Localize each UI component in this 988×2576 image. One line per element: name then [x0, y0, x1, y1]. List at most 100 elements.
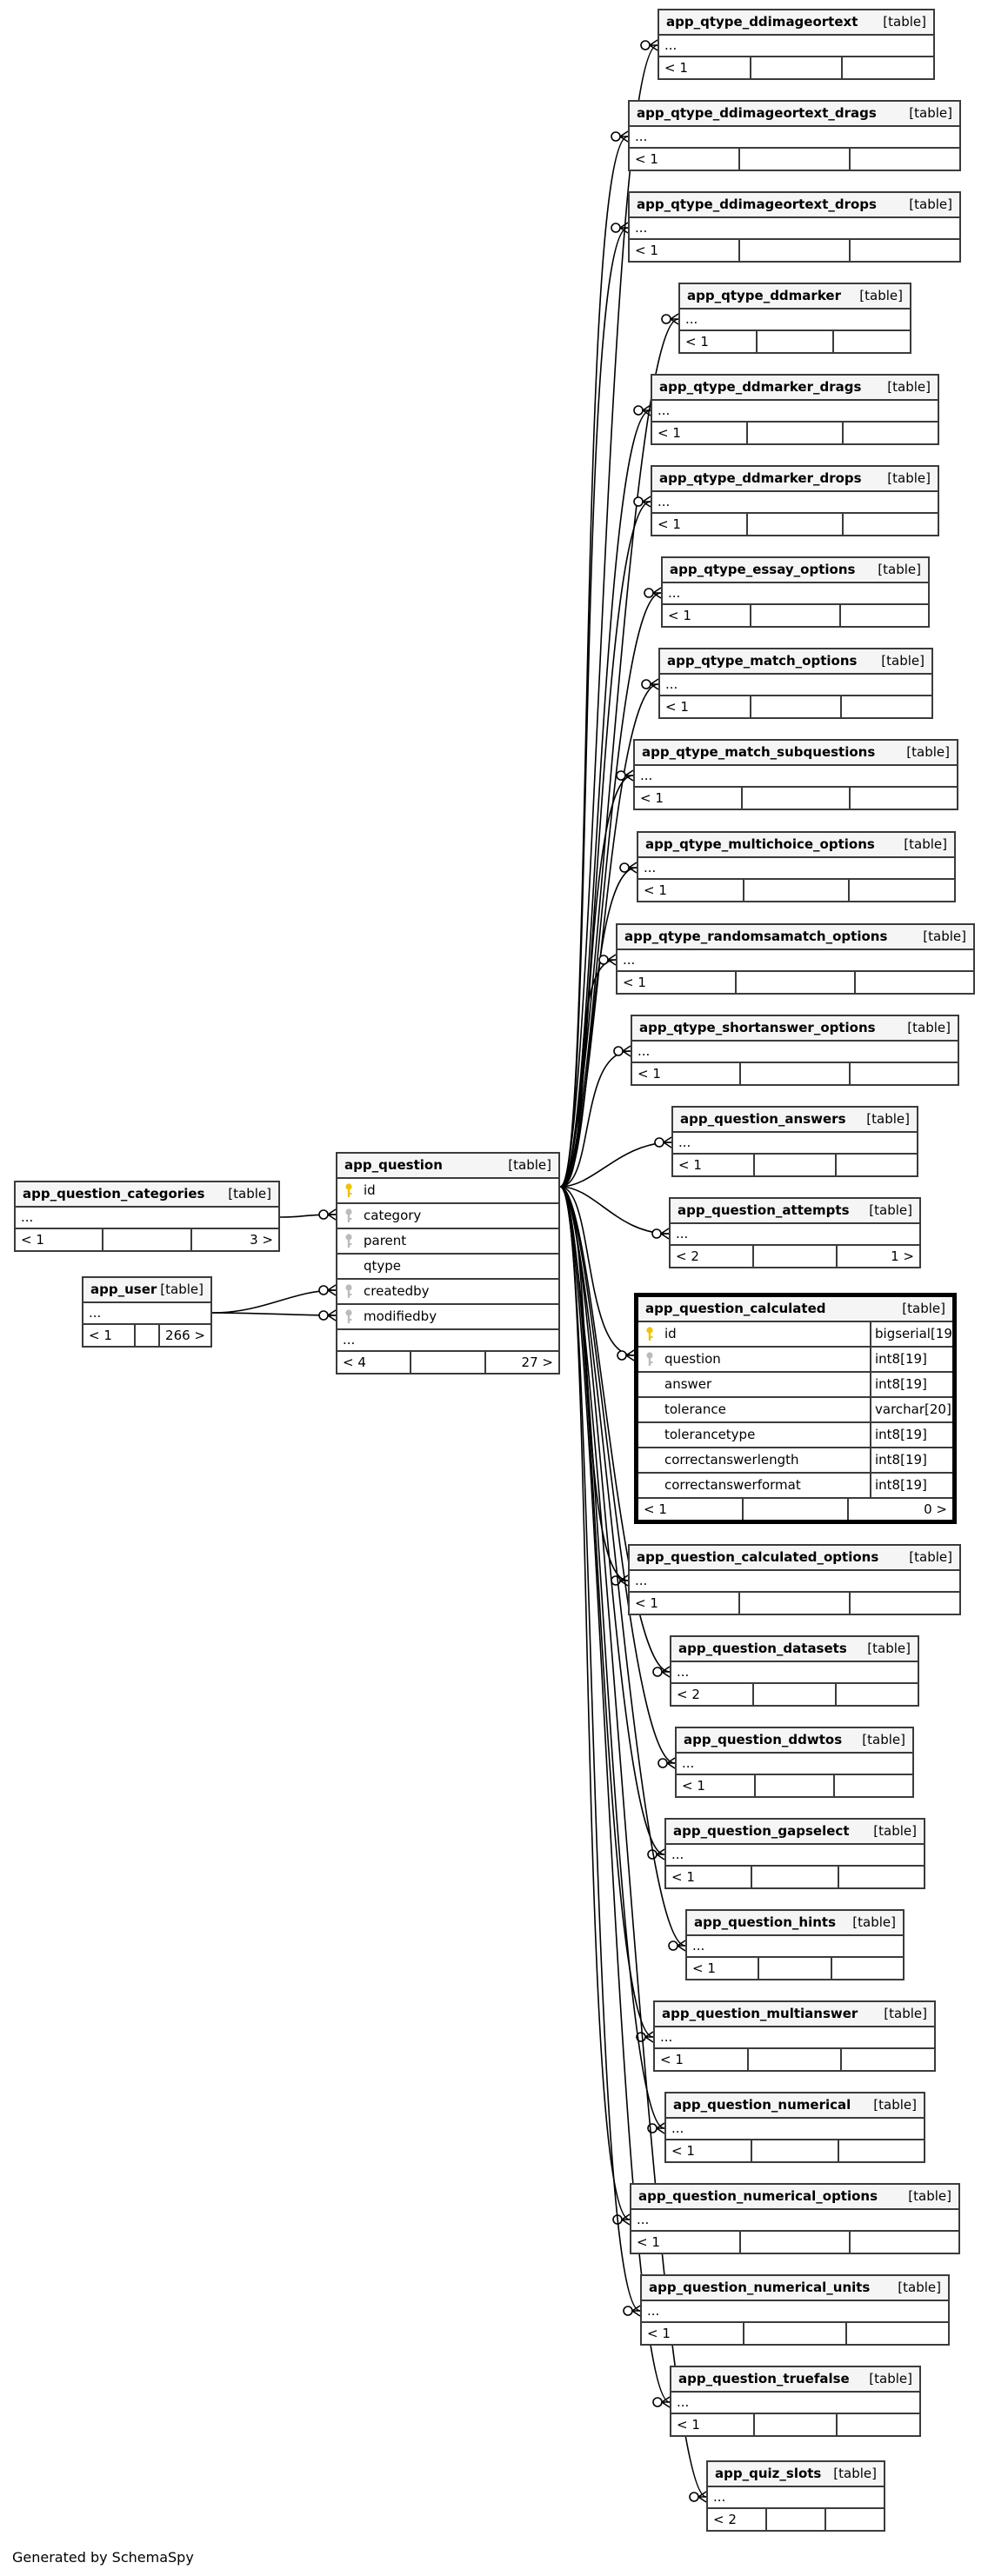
table-app-question-hints[interactable]: app_question_hints[table]...< 1: [685, 1909, 905, 1980]
table-footer: < 1: [655, 2049, 934, 2070]
columns-ellipsis: ...: [671, 2393, 919, 2414]
column-name: parent: [364, 1233, 407, 1248]
columns-ellipsis: ...: [666, 1845, 924, 1867]
table-app-question-numerical-options[interactable]: app_question_numerical_options[table]...…: [630, 2183, 960, 2254]
columns-ellipsis: ...: [652, 492, 938, 514]
table-footer: < 4 27 >: [337, 1352, 558, 1373]
columns-ellipsis: ...: [687, 1936, 903, 1958]
table-kind: [table]: [859, 288, 903, 303]
table-app-question-datasets[interactable]: app_question_datasets[table]...< 2: [670, 1635, 919, 1707]
table-header: app_question_datasets[table]: [671, 1637, 918, 1662]
columns-ellipsis: ...: [16, 1208, 278, 1229]
table-kind: [table]: [904, 836, 947, 852]
table-app-question-ddwtos[interactable]: app_question_ddwtos[table]...< 1: [675, 1727, 914, 1798]
column-name: id: [364, 1182, 376, 1198]
column-type: int8[19]: [870, 1448, 952, 1472]
table-footer: < 1: [671, 2414, 919, 2435]
crows-foot-icon: [647, 1848, 665, 1860]
crows-foot-icon: [619, 862, 638, 874]
table-app-qtype-ddmarker-drops[interactable]: app_qtype_ddmarker_drops[table]... < 1: [651, 465, 939, 536]
table-app-qtype-match-options[interactable]: app_qtype_match_options[table]...< 1: [658, 648, 933, 719]
table-header: app_question_hints[table]: [687, 1911, 903, 1936]
column-row-id: id: [337, 1179, 558, 1204]
column-row-category: category: [337, 1204, 558, 1229]
table-app-qtype-ddmarker-drags[interactable]: app_qtype_ddmarker_drags[table]...< 1: [651, 374, 939, 445]
table-app-qtype-match-subquestions[interactable]: app_qtype_match_subquestions[table]...< …: [633, 739, 958, 810]
rows-count: [738, 1593, 851, 1614]
crows-foot-icon: [633, 404, 651, 416]
table-header: app_question_attempts[table]: [671, 1199, 919, 1224]
table-footer: < 1: [630, 1593, 959, 1614]
column-name: correctanswerformat: [664, 1477, 801, 1493]
table-name: app_question_ddwtos: [684, 1732, 843, 1747]
children-count: [851, 1063, 958, 1084]
table-app-qtype-ddimageortext-drags[interactable]: app_qtype_ddimageortext_drags[table]...<…: [628, 100, 961, 171]
children-count: [839, 2140, 924, 2161]
table-app-qtype-essay-options[interactable]: app_qtype_essay_options[table]...< 1: [661, 556, 930, 628]
parents-count: < 1: [682, 1777, 705, 1794]
table-header: app_qtype_ddimageortext[table]: [659, 10, 933, 36]
table-kind: [table]: [862, 1732, 905, 1747]
rows-count: [742, 1499, 849, 1520]
table-app-question-numerical-units[interactable]: app_question_numerical_units[table]...< …: [640, 2274, 950, 2346]
table-app-question-truefalse[interactable]: app_question_truefalse[table]...< 1: [670, 2366, 921, 2437]
parents-count: < 2: [677, 1686, 700, 1702]
table-app-user[interactable]: app_user [table] ... < 1 266 >: [82, 1276, 212, 1348]
parents-count: < 1: [658, 424, 681, 441]
table-header: app_qtype_multichoice_options[table]: [638, 833, 954, 858]
table-app-question-multianswer[interactable]: app_question_multianswer[table]...< 1: [653, 2000, 936, 2072]
table-app-qtype-ddmarker[interactable]: app_qtype_ddmarker[table]...< 1: [678, 283, 911, 354]
table-footer: < 1: [680, 331, 910, 352]
children-count: [851, 2232, 958, 2253]
rows-count: [758, 1958, 832, 1979]
rows-count: [746, 514, 844, 535]
rows-count: [739, 2232, 851, 2253]
table-header: app_quiz_slots[table]: [708, 2462, 884, 2487]
table-app-question-calculated-options[interactable]: app_question_calculated_options[table]..…: [628, 1544, 961, 1615]
children-count: 27 >: [521, 1354, 553, 1370]
table-app-question-numerical[interactable]: app_question_numerical[table]...< 1: [664, 2092, 925, 2163]
table-footer: < 2: [708, 2509, 884, 2530]
children-count: [844, 514, 938, 535]
parents-count: < 1: [644, 882, 667, 898]
table-app-question-categories[interactable]: app_question_categories [table] ... < 1 …: [14, 1181, 280, 1252]
table-app-qtype-randomsamatch-options[interactable]: app_qtype_randomsamatch_options[table]..…: [616, 923, 975, 995]
crows-foot-icon: [633, 496, 651, 508]
rows-count: [749, 57, 844, 78]
table-kind: [table]: [923, 929, 966, 944]
table-app-qtype-multichoice-options[interactable]: app_qtype_multichoice_options[table]...<…: [637, 831, 956, 902]
table-app-qtype-shortanswer-options[interactable]: app_qtype_shortanswer_options[table]...<…: [631, 1015, 959, 1086]
column-name: qtype: [364, 1258, 402, 1274]
parents-count: < 1: [635, 242, 658, 258]
column-name: createdby: [364, 1283, 430, 1299]
rows-count: [746, 2049, 843, 2070]
column-name: answer: [664, 1376, 712, 1392]
table-header: app_qtype_match_options[table]: [660, 649, 931, 675]
table-header: app_qtype_ddmarker_drops[table]: [652, 467, 938, 492]
parents-count: < 1: [658, 516, 681, 532]
edge-to-app-qtype-ddimageortext-drops: [559, 227, 629, 1188]
parents-count: < 1: [664, 59, 688, 76]
foreign-key-icon: [337, 1208, 360, 1224]
rows-count: [752, 2414, 838, 2435]
table-app-qtype-ddimageortext-drops[interactable]: app_qtype_ddimageortext_drops[table]...<…: [628, 191, 961, 263]
edge-to-app-qtype-ddmarker-drags: [559, 409, 651, 1188]
table-kind: [table]: [908, 2188, 951, 2204]
table-name: app_question_multianswer: [662, 2006, 858, 2021]
column-name: tolerance: [664, 1401, 726, 1417]
table-name: app_question_attempts: [678, 1202, 850, 1218]
rows-count: [746, 423, 844, 443]
primary-key-icon: [337, 1182, 360, 1199]
crows-foot-icon: [654, 1136, 672, 1148]
table-kind: [table]: [909, 1549, 952, 1565]
children-count: [842, 2049, 934, 2070]
table-app-quiz-slots[interactable]: app_quiz_slots[table]...< 2: [706, 2460, 885, 2532]
table-app-qtype-ddimageortext[interactable]: app_qtype_ddimageortext[table]...< 1: [658, 9, 935, 80]
table-app-question-gapselect[interactable]: app_question_gapselect[table]...< 1: [664, 1818, 925, 1889]
table-app-question-answers[interactable]: app_question_answers[table]...< 1: [671, 1106, 918, 1177]
table-name: app_user: [90, 1281, 157, 1297]
